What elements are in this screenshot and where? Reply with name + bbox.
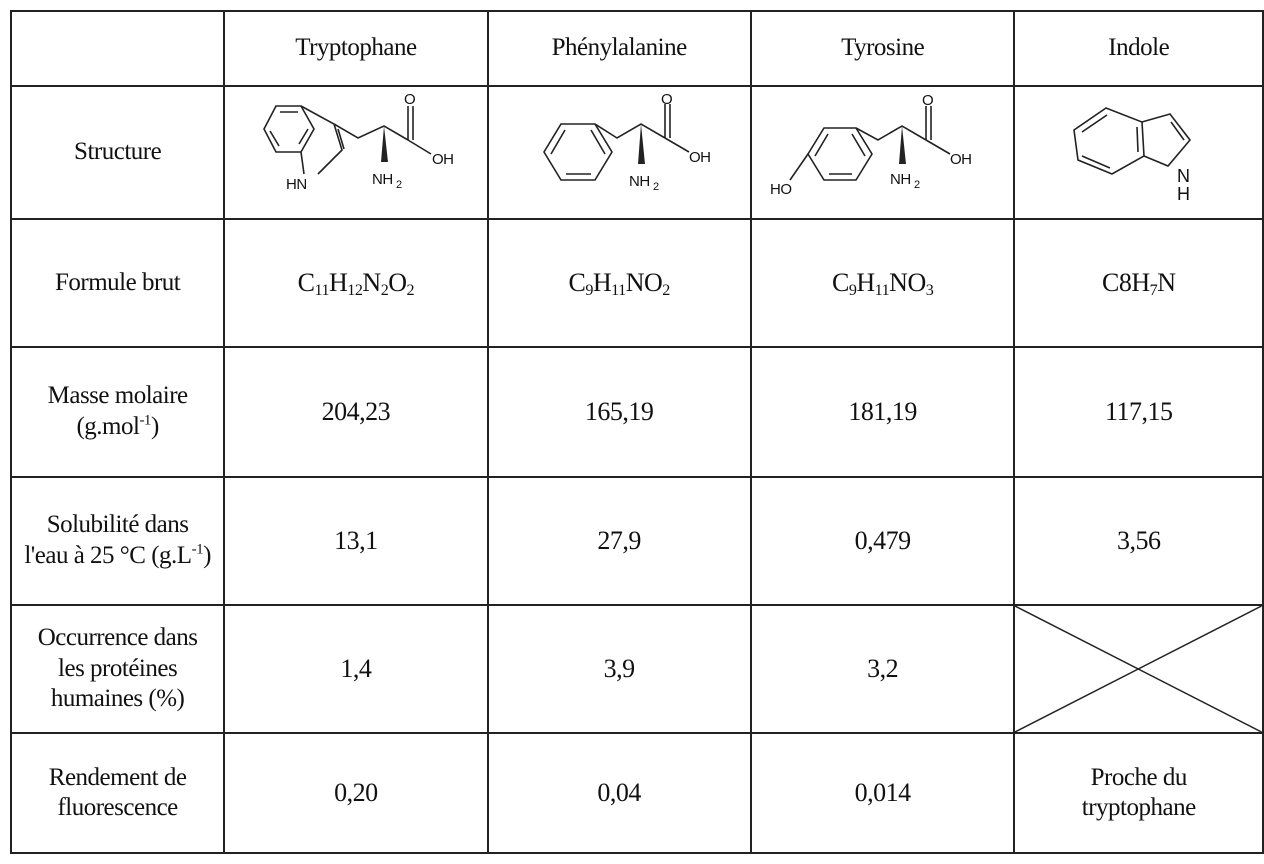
fluorescence-indole: Proche du tryptophane [1013, 732, 1264, 854]
molar-mass-label-line1: Masse molaire [47, 382, 188, 410]
molar-mass-tyrosine: 181,19 [749, 346, 1016, 478]
molar-mass-phenylalanine: 165,19 [486, 346, 752, 478]
solubility-tyrosine: 0,479 [749, 476, 1016, 606]
molar-mass-label-line2: (g.mol-1) [76, 412, 159, 441]
solubility-label-line2: l'eau à 25 °C (g.L-1) [24, 541, 211, 570]
wedge-bond [898, 125, 906, 164]
solubility-tryptophane: 13,1 [223, 476, 489, 606]
structure-indole-cell: N H [1013, 85, 1264, 220]
atom-h: H [1177, 184, 1190, 204]
molar-mass-label: Masse molaire (g.mol-1) [9, 346, 226, 478]
formula-label: Formule brut [9, 218, 226, 348]
atom-ho: HO [770, 181, 792, 198]
atom-nh2-subscript: 2 [396, 179, 402, 191]
formula-indole: C8H7N [1013, 218, 1264, 348]
structure-tyrosine-cell: O OH NH 2 HO [749, 85, 1016, 220]
header-row: Tryptophane Phénylalanine Tyrosine Indol… [9, 10, 1264, 87]
solubility-phenylalanine: 27,9 [486, 476, 752, 606]
benzene-ring [543, 122, 614, 181]
fluorescence-tryptophane: 0,20 [223, 732, 489, 854]
structure-phenylalanine-cell: O OH NH 2 [486, 85, 752, 220]
atom-o: O [661, 94, 672, 108]
atom-n: N [1177, 166, 1190, 186]
wedge-bond [638, 123, 646, 164]
header-phenylalanine: Phénylalanine [486, 10, 752, 87]
amino-acid-table: Tryptophane Phénylalanine Tyrosine Indol… [9, 10, 1264, 854]
fluorescence-phenylalanine: 0,04 [486, 732, 752, 854]
occurrence-row: Occurrence dans les protéines humaines (… [9, 604, 1264, 734]
fluorescence-tyrosine: 0,014 [749, 732, 1016, 854]
solubility-label: Solubilité dans l'eau à 25 °C (g.L-1) [9, 476, 226, 606]
atom-o: O [922, 94, 933, 109]
atom-oh: OH [432, 151, 454, 168]
benzene-ring [806, 126, 873, 181]
formula-phenylalanine: C9H11NO2 [486, 218, 752, 348]
crossed-out-cell-mark [1015, 606, 1262, 732]
occurrence-label: Occurrence dans les protéines humaines (… [9, 604, 226, 734]
occurrence-indole-not-applicable [1013, 604, 1264, 734]
atom-nh2: NH [629, 173, 650, 190]
solubility-indole: 3,56 [1013, 476, 1264, 606]
solubility-row: Solubilité dans l'eau à 25 °C (g.L-1) 13… [9, 476, 1264, 606]
formula-tryptophane: C11H12N2O2 [223, 218, 489, 348]
molar-mass-indole: 117,15 [1013, 346, 1264, 478]
atom-o: O [404, 94, 415, 108]
tyrosine-structure-image: O OH NH 2 HO [770, 94, 972, 198]
indole-structure-image: N H [1072, 106, 1191, 204]
tryptophane-structure-image: O OH NH 2 HN [262, 94, 454, 193]
occurrence-tyrosine: 3,2 [749, 604, 1016, 734]
atom-hn: HN [286, 176, 307, 193]
structure-tryptophane-cell: O OH NH 2 HN [223, 85, 489, 220]
wedge-bond [380, 125, 388, 162]
indole-benzene-ring [1072, 106, 1145, 175]
atom-oh: OH [689, 149, 711, 166]
solubility-label-line1: Solubilité dans [46, 511, 189, 539]
occurrence-phenylalanine: 3,9 [486, 604, 752, 734]
molar-mass-tryptophane: 204,23 [223, 346, 489, 478]
occurrence-tryptophane: 1,4 [223, 604, 489, 734]
structure-label: Structure [9, 85, 226, 220]
fluorescence-label: Rendement de fluorescence [9, 732, 226, 854]
atom-nh2-subscript: 2 [914, 179, 920, 191]
header-tryptophane: Tryptophane [223, 10, 489, 87]
atom-nh2-subscript: 2 [653, 181, 659, 193]
atom-oh: OH [950, 151, 972, 168]
formula-tyrosine: C9H11NO3 [749, 218, 1016, 348]
atom-nh2: NH [890, 171, 911, 188]
header-indole: Indole [1013, 10, 1264, 87]
molar-mass-row: Masse molaire (g.mol-1) 204,23 165,19 18… [9, 346, 1264, 478]
phenylalanine-structure-image: O OH NH 2 [543, 94, 711, 193]
fluorescence-row: Rendement de fluorescence 0,20 0,04 0,01… [9, 732, 1264, 854]
header-tyrosine: Tyrosine [749, 10, 1016, 87]
structure-row: Structure O OH NH 2 [9, 85, 1264, 220]
formula-row: Formule brut C11H12N2O2 C9H11NO2 C9H11NO… [9, 218, 1264, 348]
benzene-ring [262, 104, 315, 153]
atom-nh2: NH [372, 171, 393, 188]
header-empty-cell [9, 10, 226, 87]
